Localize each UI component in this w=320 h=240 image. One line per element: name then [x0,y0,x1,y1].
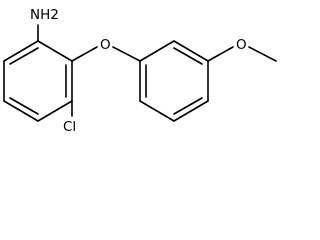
amine-label: NH2 [30,7,59,23]
ring2-bond-c5-c6 [139,100,175,122]
methoxy-bond-methyl [248,46,277,62]
ring2-double-c4-c5 [173,97,203,115]
ring1-bond-c6-c1 [3,40,39,62]
chlorine-label: Cl [63,119,76,135]
ring1-double-c6-c1 [9,47,39,65]
ether-oxygen-label: O [100,37,111,53]
ring2-bond-c2-c3 [173,40,209,62]
ring2-bond-c4-c5 [173,100,209,122]
ring1-bond-c4-c5 [3,100,39,122]
ring1-bond-c1-c2 [37,40,73,62]
ether-bond-left [71,46,98,62]
methoxy-bond-ring [207,46,234,62]
structure-canvas: NH2 O O Cl [3,7,277,135]
chemical-structure: NH2 O O Cl [3,7,277,135]
ring1-double-c4-c5 [9,97,39,115]
methoxy-oxygen-label: O [236,37,247,53]
ring1-bond-c3-c4 [37,100,73,122]
ring2-bond-c1-c2 [139,40,175,62]
ether-bond-right [112,46,141,62]
ring2-double-c2-c3 [173,47,203,65]
